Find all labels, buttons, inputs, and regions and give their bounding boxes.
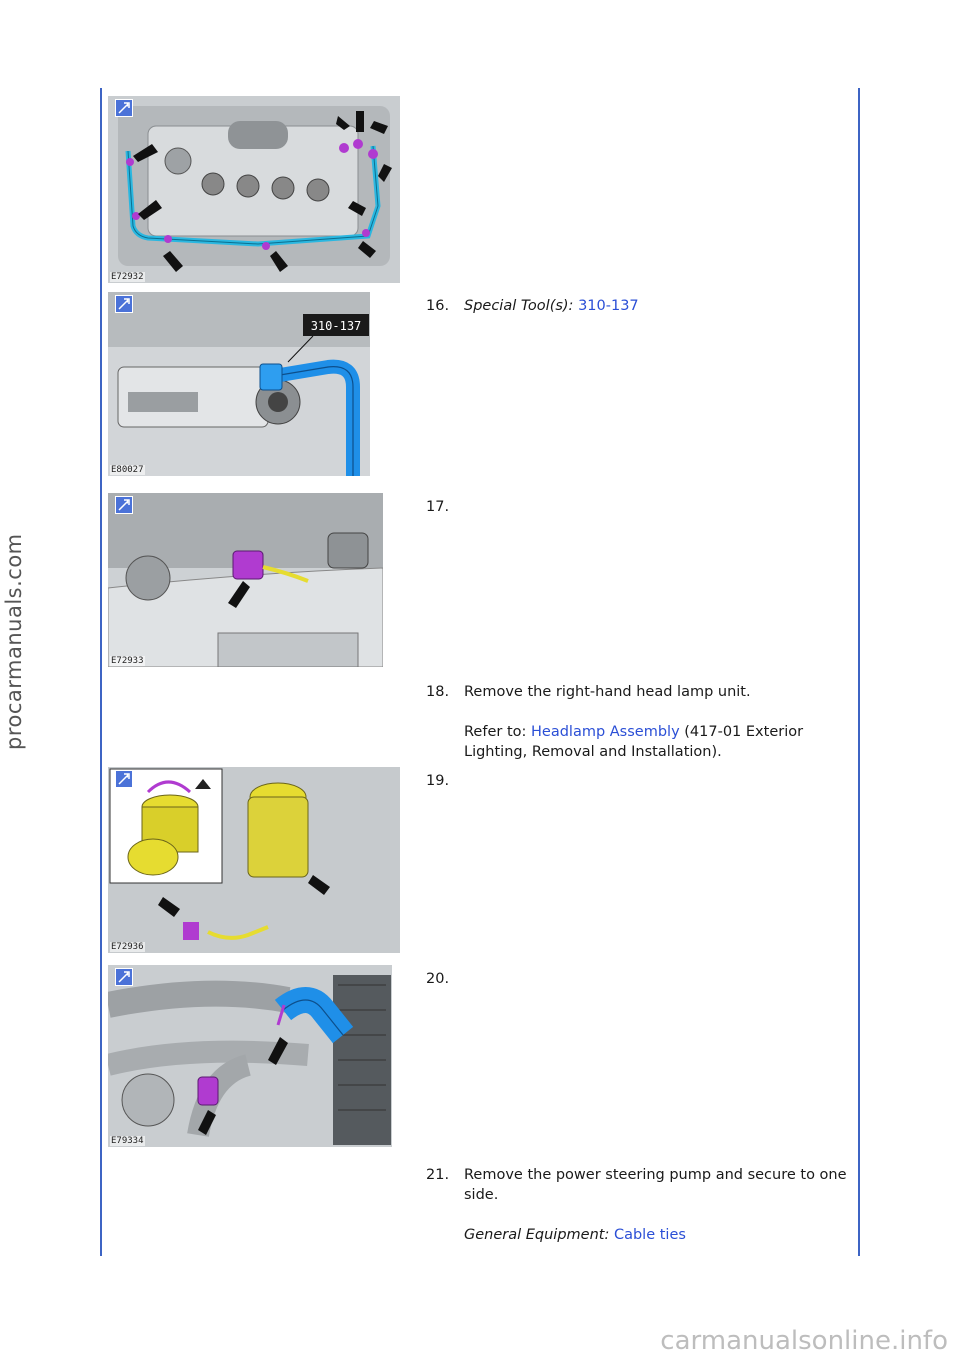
step-number: 21. [426,1167,450,1183]
special-tool-illustration: 310-137 [108,292,370,476]
step-number: 19. [426,773,450,789]
connector-illustration [108,493,383,667]
side-watermark: procarmanuals.com [2,533,26,750]
reservoir-illustration [108,767,400,953]
figure-label: E80027 [110,465,145,475]
figure-label: E72933 [110,656,145,666]
cable-ties-link[interactable]: Cable ties [613,1227,686,1243]
left-border-line [100,88,102,1256]
headlamp-assembly-link[interactable]: Headlamp Assembly [531,724,680,740]
special-tool-link[interactable]: 310-137 [578,298,639,314]
step-number: 18. [426,684,450,700]
step-number: 17. [426,499,450,515]
figure-label: E79334 [110,1136,145,1146]
general-equipment-label: General Equipment: [464,1227,610,1243]
figure-hoses: E79334 [108,965,392,1147]
figure-special-tool: 310-137 E80027 [108,292,370,476]
engine-harness-illustration [108,96,400,283]
reference-prefix: Refer to: [464,724,531,740]
reference-text: Refer to: Headlamp Assembly (417-01 Exte… [464,722,854,762]
zoom-icon[interactable] [115,770,133,788]
figure-reservoir: E72936 [108,767,400,953]
figure-engine-harness: E72932 [108,96,400,283]
hoses-illustration [108,965,392,1147]
step-number: 16. [426,298,450,314]
zoom-icon[interactable] [115,99,133,117]
tool-tag: 310-137 [311,319,362,333]
reference-suffix: (417-01 Exterior Lighting, Removal and I… [464,724,804,760]
zoom-icon[interactable] [115,496,133,514]
figure-label: E72936 [110,942,145,952]
figure-label: E72932 [110,272,145,282]
step-text: Remove the right-hand head lamp unit. [464,684,751,700]
footer-watermark: carmanualsonline.info [660,1326,948,1356]
zoom-icon[interactable] [115,295,133,313]
special-tool-label: Special Tool(s): [464,298,574,314]
general-equipment: General Equipment: Cable ties [464,1225,854,1245]
figure-connector: E72933 [108,493,383,667]
step-number: 20. [426,971,450,987]
right-border-line [858,88,860,1256]
zoom-icon[interactable] [115,968,133,986]
step-text: Remove the power steering pump and secur… [464,1167,847,1203]
